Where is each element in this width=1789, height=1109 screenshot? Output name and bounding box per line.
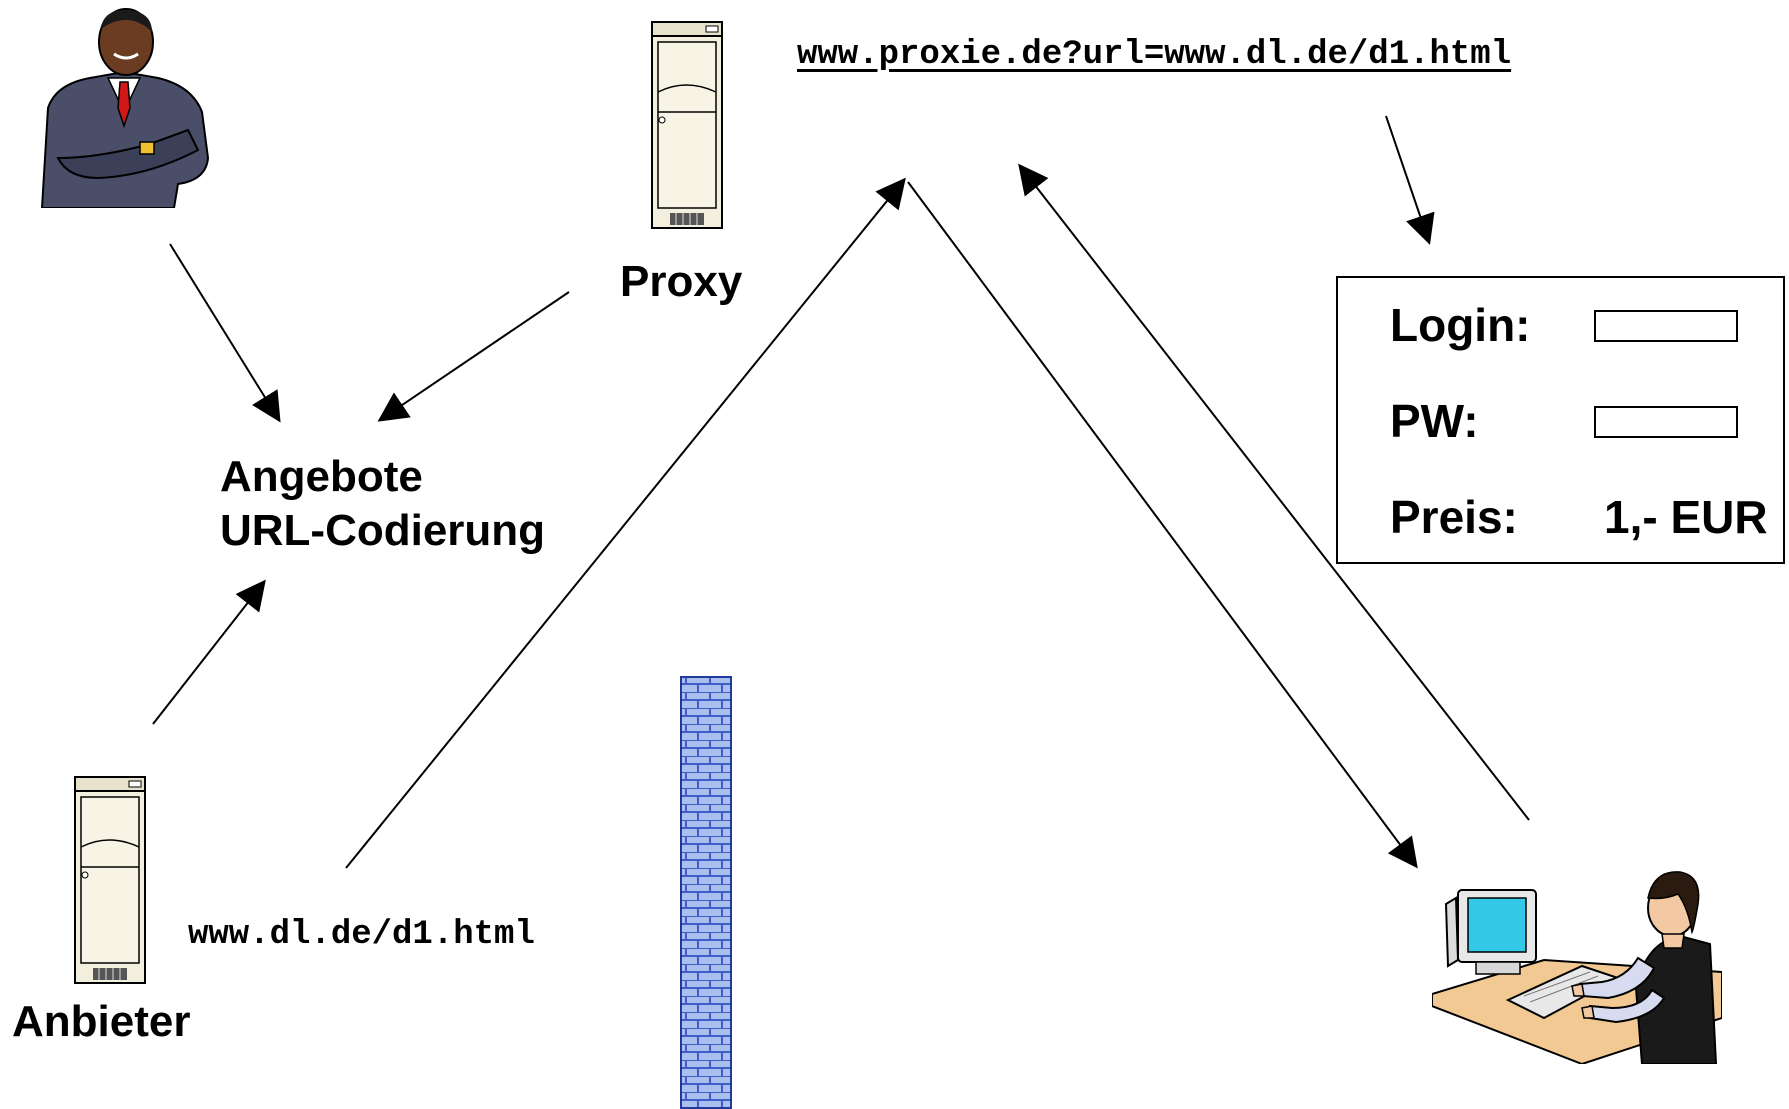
login-label: Login:	[1390, 299, 1531, 351]
server-icon	[74, 776, 146, 984]
offers-line-2: URL-Codierung	[220, 505, 546, 555]
user-at-computer-icon	[1432, 871, 1722, 1064]
arrow-businessman-to-offers	[169, 243, 281, 423]
arrow-proxy-to-offers	[377, 291, 570, 422]
businessman-icon	[40, 8, 210, 208]
arrow-user-to-proxy	[1018, 163, 1530, 821]
proxy-url-text: www.proxie.de?url=www.dl.de/d1.html	[797, 36, 1512, 74]
password-field[interactable]	[1594, 406, 1738, 438]
login-field[interactable]	[1594, 310, 1738, 342]
offers-line-1: Angebote	[220, 452, 423, 501]
firewall-icon	[680, 676, 732, 1109]
arrow-url-to-login	[1385, 115, 1435, 245]
price-label: Preis:	[1390, 491, 1518, 543]
direct-url-text: www.dl.de/d1.html	[188, 916, 535, 954]
proxy-label: Proxy	[620, 257, 743, 306]
offers-label: Angebote URL-Codierung	[220, 450, 545, 557]
arrow-proxy-to-user	[907, 181, 1418, 869]
arrow-anbieter-to-offers	[152, 579, 266, 725]
server-icon	[651, 21, 723, 229]
login-form-box: Login: PW: Preis: 1,- EUR	[1336, 276, 1785, 564]
arrow-anbieter-to-proxy	[345, 177, 906, 869]
provider-label: Anbieter	[12, 997, 191, 1046]
password-label: PW:	[1390, 395, 1479, 447]
price-value: 1,- EUR	[1604, 491, 1768, 543]
